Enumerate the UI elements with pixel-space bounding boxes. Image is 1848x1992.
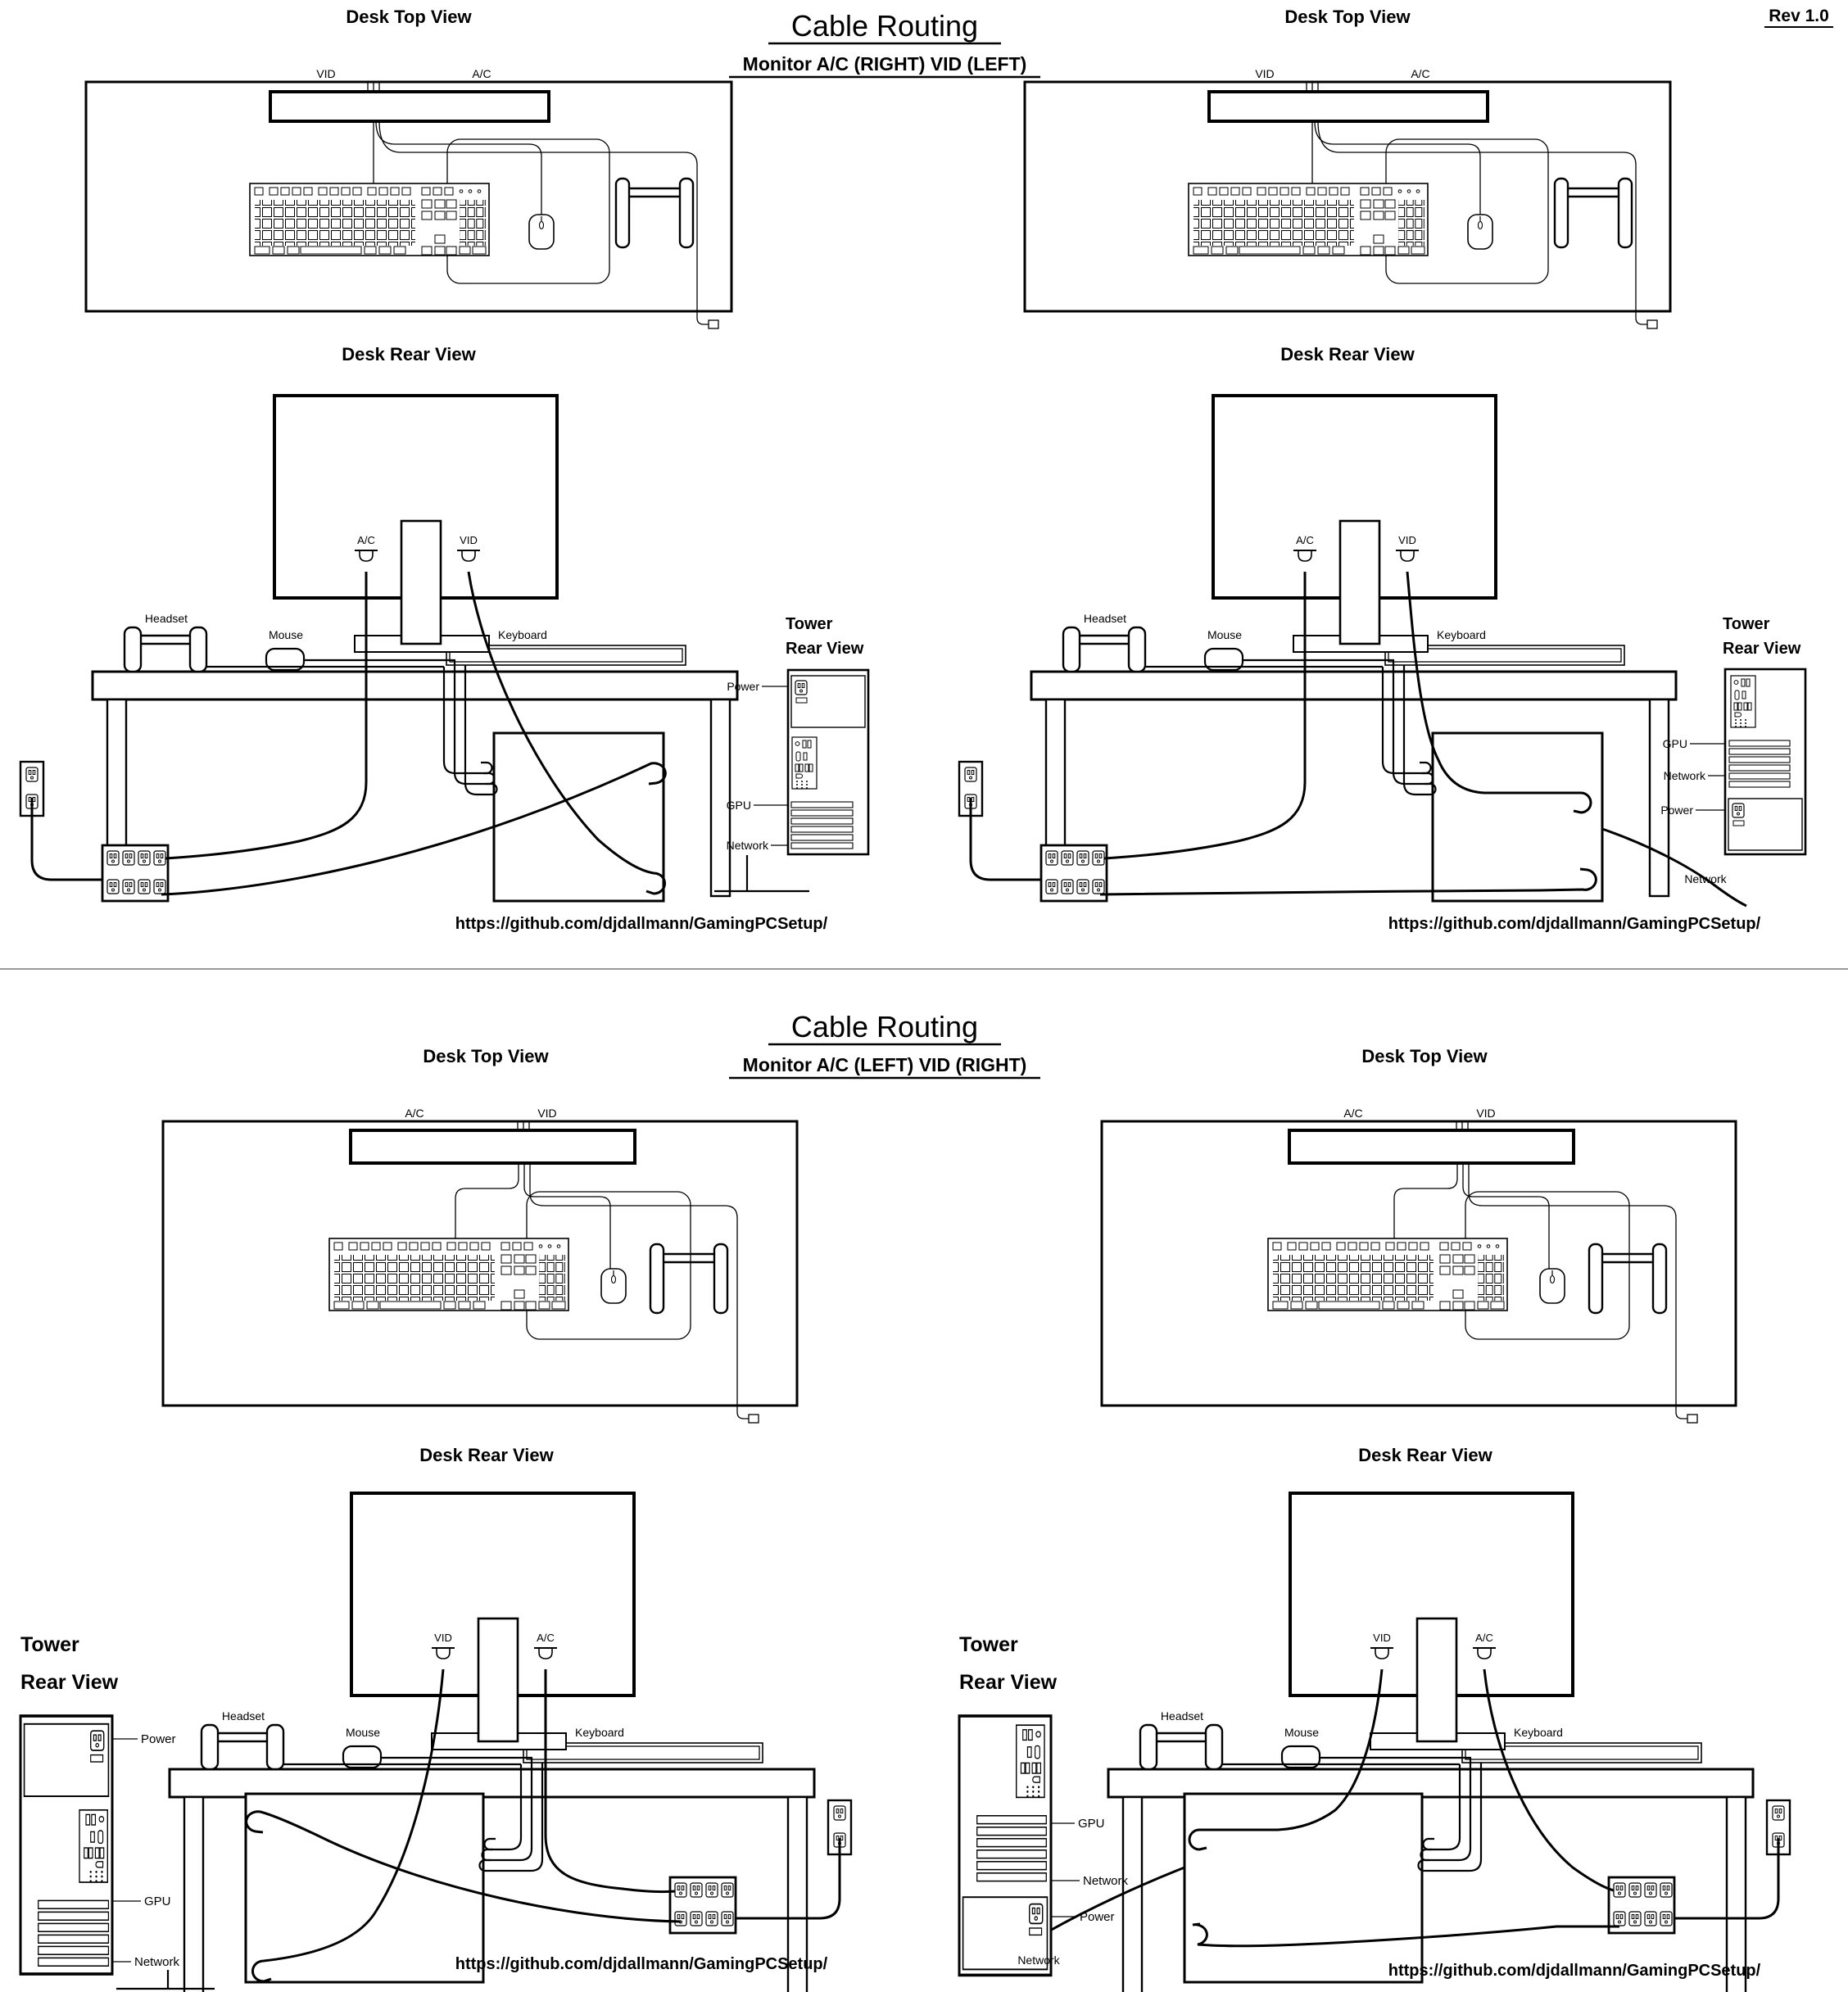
- quadrant-top-right: Desk Top View Desk Rear View A/C VID Tow…: [959, 7, 1805, 933]
- tower-heading-line1: Tower: [959, 1633, 1018, 1656]
- tower-box: [1431, 731, 1604, 903]
- network-cable: [714, 855, 809, 893]
- github-url: https://github.com/djdallmann/GamingPCSe…: [1388, 1962, 1761, 1980]
- power-strip: [1609, 1877, 1674, 1933]
- ac-label: A/C: [1475, 1632, 1493, 1644]
- ac-power-cable: [544, 1669, 676, 1894]
- ac-power-cable: [1483, 1668, 1615, 1892]
- network-label: Network: [1664, 769, 1706, 782]
- ac-label: A/C: [537, 1632, 555, 1644]
- revision-label: Rev 1.0: [1769, 7, 1829, 25]
- desk-top-view: [163, 1107, 797, 1423]
- ac-label: A/C: [1296, 534, 1314, 546]
- quadrant-bottom-left: Desk Top View Desk Rear View VID A/C Tow…: [20, 1046, 851, 1992]
- desk-rear-view-heading: Desk Rear View: [419, 1445, 554, 1465]
- wall-power-cable: [1674, 1838, 1780, 1920]
- vid-label: VID: [1373, 1632, 1391, 1644]
- quadrant-bottom-right: Desk Top View Desk Rear View VID A/C Tow…: [959, 1046, 1790, 1992]
- top-section: Cable Routing Monitor A/C (RIGHT) VID (L…: [20, 7, 1833, 933]
- video-cable: [1188, 1668, 1384, 1851]
- vid-label: VID: [434, 1632, 452, 1644]
- desk-rear-view-heading: Desk Rear View: [1358, 1445, 1492, 1465]
- tower-heading-line1: Tower: [1723, 615, 1770, 633]
- section-subtitle: Monitor A/C (RIGHT) VID (LEFT): [743, 53, 1027, 75]
- network-cable: [1601, 827, 1747, 908]
- video-cable: [251, 1668, 445, 1983]
- desk-top-view: [1025, 67, 1670, 328]
- tower-heading-line1: Tower: [20, 1633, 79, 1656]
- tower-rear-mini: [959, 1716, 1051, 1975]
- tower-power-cable: [1192, 1922, 1619, 1948]
- network-cable: [116, 1970, 215, 1990]
- power-label: Power: [1080, 1910, 1115, 1924]
- section-subtitle: Monitor A/C (LEFT) VID (RIGHT): [743, 1054, 1027, 1075]
- power-label: Power: [727, 680, 759, 693]
- network-label: Network: [727, 839, 769, 852]
- desk-top-view: [1102, 1107, 1736, 1423]
- page-title: Cable Routing: [791, 9, 978, 43]
- network-label: Network: [1083, 1874, 1129, 1888]
- network-cable-label: Network: [1684, 872, 1727, 885]
- vid-label: VID: [1398, 534, 1416, 546]
- quadrant-top-left: Desk Top View Desk Rear View A/C VID Tow…: [20, 7, 868, 933]
- tower-box: [244, 1792, 485, 1984]
- network-cable-label: Network: [1017, 1954, 1060, 1967]
- ac-power-cable: [165, 572, 368, 860]
- power-strip: [1041, 845, 1107, 901]
- power-label: Power: [1660, 804, 1693, 817]
- power-strip: [102, 845, 168, 901]
- tower-heading-line2: Rear View: [1723, 640, 1801, 658]
- desk-rear-view-heading: Desk Rear View: [1280, 344, 1415, 364]
- tower-heading-line2: Rear View: [20, 1671, 119, 1694]
- desk-top-view-heading: Desk Top View: [423, 1046, 549, 1066]
- desk-rear-view-heading: Desk Rear View: [342, 344, 476, 364]
- tower-rear-mini: [20, 1716, 112, 1974]
- tower-rear-mini: [788, 670, 868, 854]
- page-title: Cable Routing: [791, 1010, 978, 1044]
- power-strip: [670, 1877, 736, 1933]
- desk-top-view-heading: Desk Top View: [346, 7, 472, 27]
- tower-heading-line2: Rear View: [959, 1671, 1058, 1694]
- ac-power-cable: [1103, 572, 1307, 860]
- tower-power-cable: [1099, 867, 1597, 896]
- video-cable: [1406, 571, 1592, 814]
- gpu-label: GPU: [1078, 1817, 1105, 1831]
- wall-power-cable: [736, 1838, 841, 1920]
- wall-power-cable: [30, 798, 102, 881]
- tower-heading-line2: Rear View: [786, 640, 864, 658]
- gpu-label: GPU: [1663, 737, 1687, 750]
- tower-rear-mini: [1725, 669, 1805, 854]
- tower-heading-line1: Tower: [786, 615, 833, 633]
- github-url: https://github.com/djdallmann/GamingPCSe…: [455, 915, 828, 933]
- desk-top-view-heading: Desk Top View: [1284, 7, 1411, 27]
- vid-label: VID: [460, 534, 478, 546]
- tower-power-cable: [161, 762, 667, 896]
- power-label: Power: [141, 1732, 176, 1746]
- wall-power-cable: [969, 798, 1041, 881]
- bottom-section: Cable Routing Monitor A/C (LEFT) VID (RI…: [20, 1010, 1790, 1992]
- github-url: https://github.com/djdallmann/GamingPCSe…: [455, 1955, 828, 1973]
- network-label: Network: [134, 1955, 180, 1969]
- github-url: https://github.com/djdallmann/GamingPCSe…: [1388, 915, 1761, 933]
- gpu-label: GPU: [727, 799, 751, 812]
- gpu-label: GPU: [144, 1895, 171, 1908]
- desk-top-view: [86, 67, 732, 328]
- tower-power-cable: [245, 1810, 682, 1923]
- tower-box: [1183, 1792, 1424, 1984]
- desk-top-view-heading: Desk Top View: [1361, 1046, 1488, 1066]
- video-cable: [467, 571, 667, 895]
- ac-label: A/C: [357, 534, 375, 546]
